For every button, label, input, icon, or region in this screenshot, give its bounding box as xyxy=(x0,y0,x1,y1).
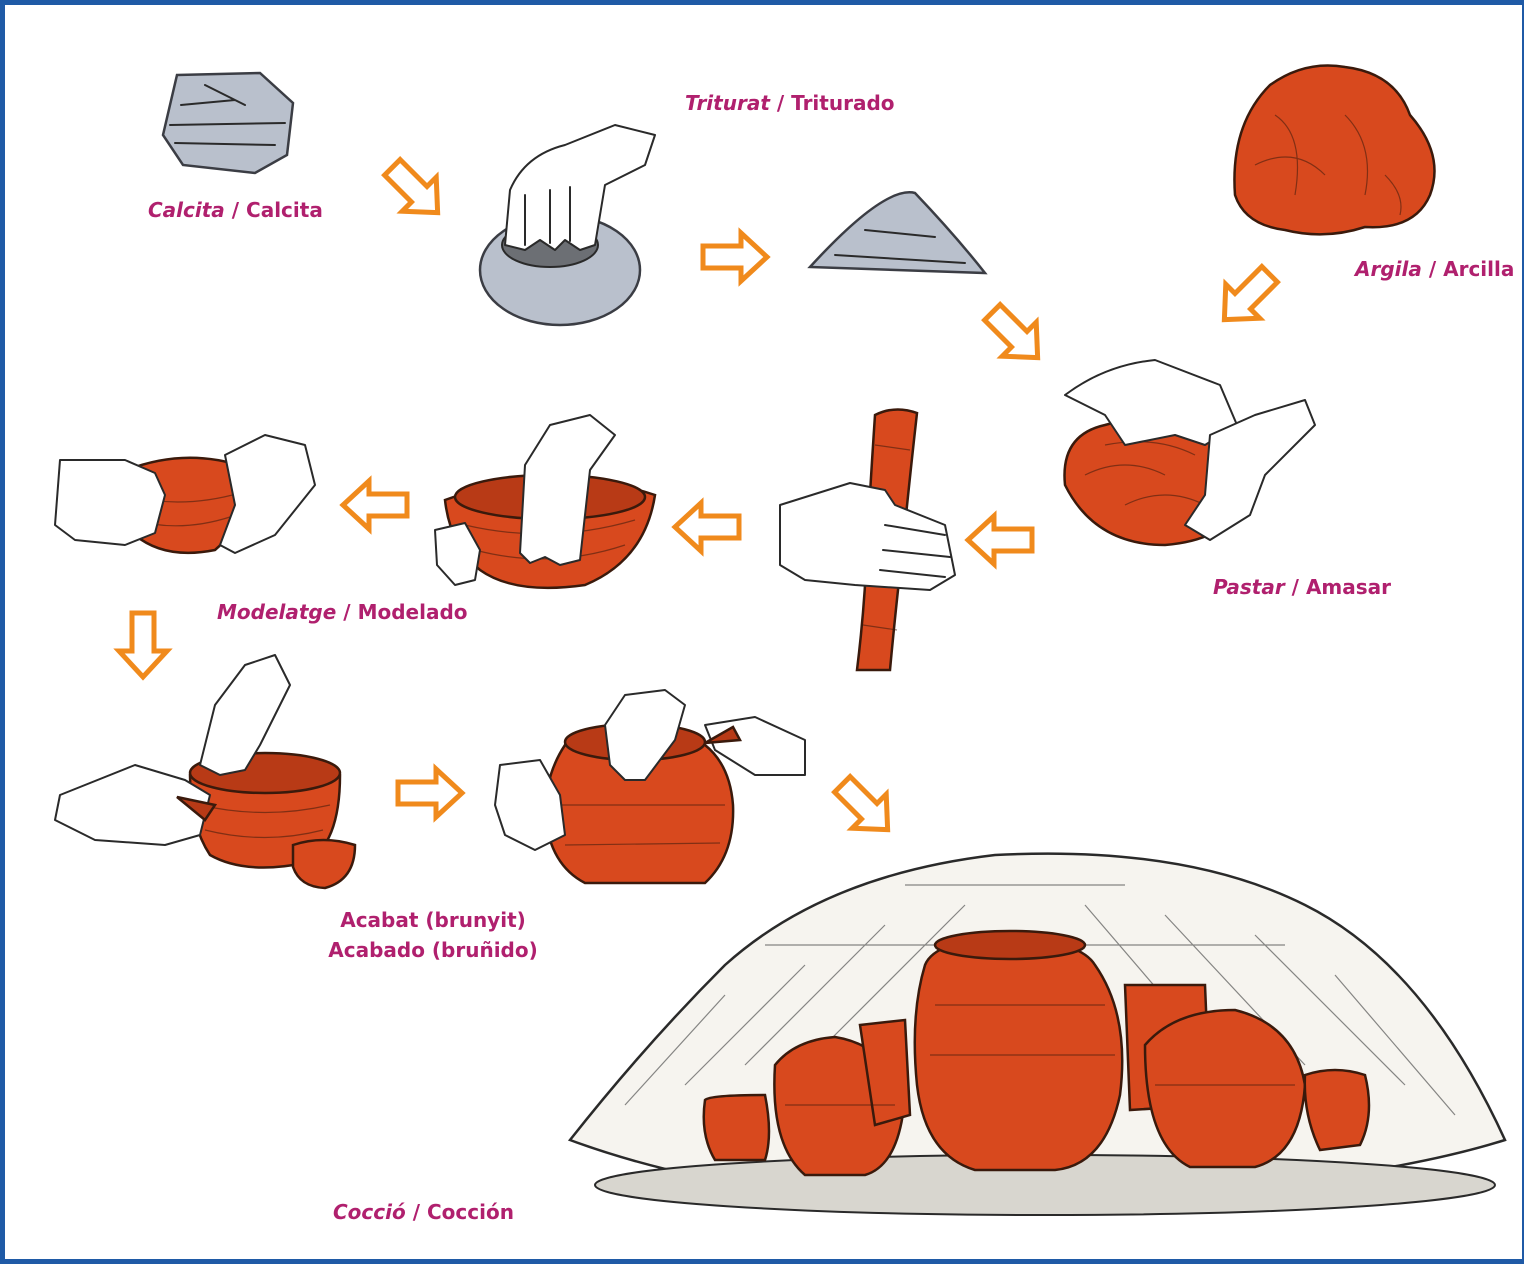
label-calcita-es: Calcita xyxy=(246,198,323,222)
arrow-modelatge-to-acabat xyxy=(119,613,167,677)
arrow-argila-to-pastar xyxy=(1207,257,1286,336)
rolling-coil-illustration xyxy=(780,409,955,670)
label-coccio-es: Cocción xyxy=(427,1200,514,1224)
illustration-canvas xyxy=(5,5,1524,1264)
label-triturat: Triturat / Triturado xyxy=(685,91,895,115)
label-modelatge-es: Modelado xyxy=(358,600,468,624)
clay-lump-illustration xyxy=(1234,65,1434,234)
arrow-calcita-to-triturat xyxy=(375,150,454,229)
label-calcita: Calcita / Calcita xyxy=(148,198,323,222)
shaping-bowl-illustration xyxy=(55,435,315,553)
label-pastar-ca: Pastar xyxy=(1213,575,1285,599)
firing-kiln-illustration xyxy=(570,854,1505,1215)
calcite-rock-illustration xyxy=(163,73,293,173)
label-separator: / xyxy=(1422,257,1443,281)
label-calcita-ca: Calcita xyxy=(148,198,225,222)
label-triturat-ca: Triturat xyxy=(685,91,770,115)
label-modelatge: Modelatge / Modelado xyxy=(217,600,468,624)
kiln-pot-round-right xyxy=(1145,1010,1305,1167)
label-argila-es: Arcilla xyxy=(1443,257,1514,281)
label-argila-ca: Argila xyxy=(1355,257,1422,281)
label-coccio: Cocció / Cocción xyxy=(333,1200,514,1224)
label-separator: / xyxy=(1285,575,1306,599)
arrow-burnish-to-jar xyxy=(398,769,462,817)
label-pastar: Pastar / Amasar xyxy=(1213,575,1391,599)
kneading-clay-illustration xyxy=(1065,360,1316,545)
label-separator: / xyxy=(225,198,246,222)
label-modelatge-ca: Modelatge xyxy=(217,600,336,624)
burnishing-bowl-illustration xyxy=(55,655,355,888)
label-coccio-ca: Cocció xyxy=(333,1200,406,1224)
finishing-jar-illustration xyxy=(495,690,805,883)
label-separator: / xyxy=(770,91,791,115)
crushing-mortar-illustration xyxy=(480,125,655,325)
arrow-jar-to-kiln xyxy=(825,767,904,846)
label-separator: / xyxy=(336,600,357,624)
arrow-coil-to-bowl xyxy=(675,503,739,551)
label-separator: / xyxy=(406,1200,427,1224)
forming-bowl-illustration xyxy=(435,415,655,588)
arrow-powder-to-pastar xyxy=(975,295,1054,374)
arrow-bowl-to-shaping xyxy=(343,481,407,529)
kiln-pot-small-left xyxy=(704,1095,769,1160)
label-pastar-es: Amasar xyxy=(1306,575,1391,599)
label-acabat: Acabat (brunyit) Acabado (bruñido) xyxy=(323,908,543,962)
label-argila: Argila / Arcilla xyxy=(1355,257,1514,281)
arrow-pastar-to-coil xyxy=(968,516,1032,564)
label-triturat-es: Triturado xyxy=(791,91,894,115)
arrow-triturat-to-powder xyxy=(703,233,767,281)
label-acabat-line1: Acabat (brunyit) xyxy=(323,908,543,932)
label-acabat-line2: Acabado (bruñido) xyxy=(323,938,543,962)
kiln-jar-large xyxy=(915,937,1122,1170)
kiln-pot-small-right xyxy=(1305,1070,1369,1150)
crushed-calcite-pile-illustration xyxy=(810,192,985,273)
